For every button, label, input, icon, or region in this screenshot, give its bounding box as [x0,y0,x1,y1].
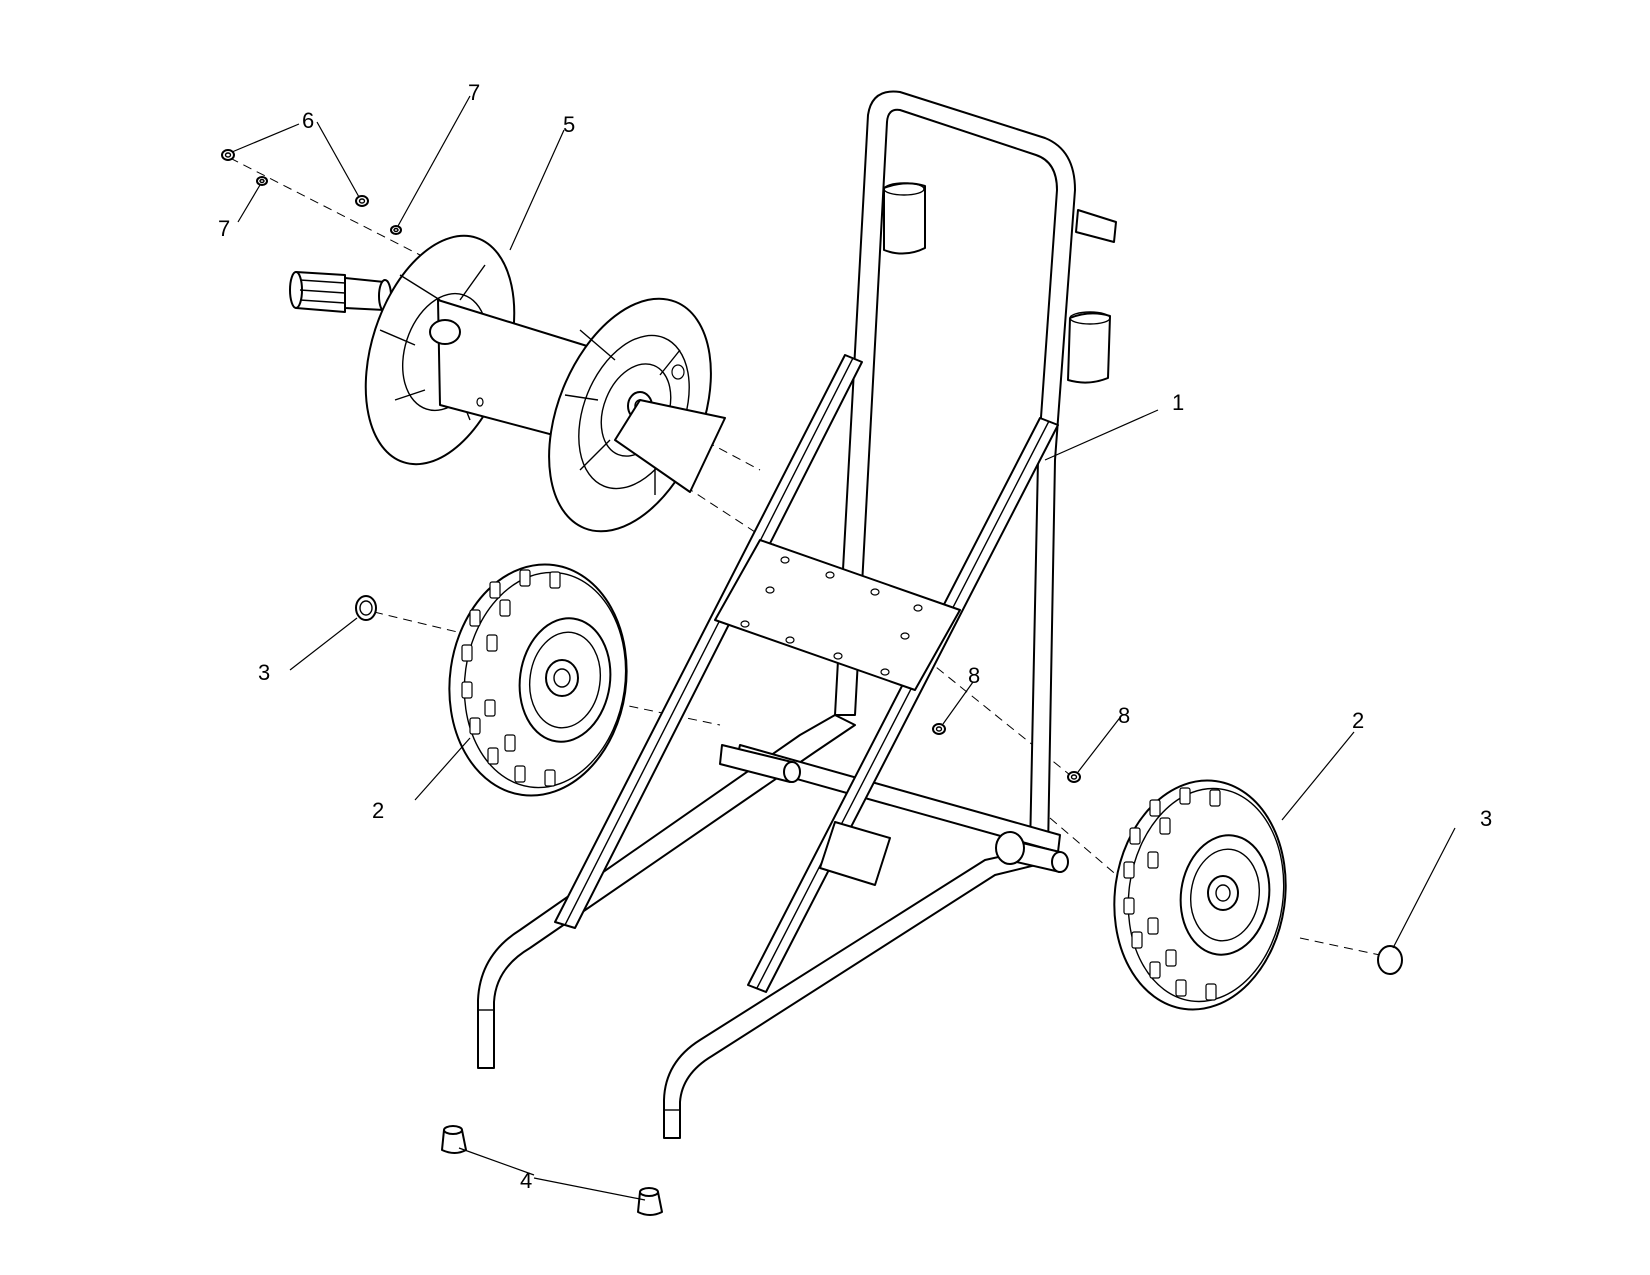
callout-nut-right: 8 [1118,703,1130,728]
callout-foot-caps: 4 [520,1168,532,1193]
foot-cap-right [637,1191,663,1216]
foot-caps [441,1125,663,1216]
retainer-ring-left [355,595,377,621]
callout-washer-top: 7 [468,80,480,105]
wheel-left [448,563,628,797]
nut-plate-right [1067,771,1081,783]
callout-wheel-right: 2 [1352,708,1364,733]
nut-top-left [221,149,235,161]
nut-plate-left [932,723,946,735]
callout-wheel-left: 2 [372,798,384,823]
hose-reel [289,234,726,533]
callout-hose-reel: 5 [563,112,575,137]
callout-frame: 1 [1172,390,1184,415]
leader-lines [231,95,1456,1201]
nut-center [355,195,369,207]
callout-nut-center: 8 [968,663,980,688]
callout-washer-left: 7 [218,216,230,241]
wheel-right [1113,779,1287,1011]
plate-holes [740,556,923,676]
callout-cap-right: 3 [1480,806,1492,831]
hub-cap-right [1377,945,1403,975]
tread-right [1123,787,1221,1001]
washer-top [390,225,402,235]
cart-frame [477,90,1117,1139]
washer-left [256,176,268,186]
callout-labels: 1 2 2 3 3 4 5 6 7 7 8 8 [218,80,1492,1193]
callout-retainer-left: 3 [258,660,270,685]
callout-nut-top-left: 6 [302,108,314,133]
tread-left [461,569,561,787]
hardware [221,149,1403,975]
